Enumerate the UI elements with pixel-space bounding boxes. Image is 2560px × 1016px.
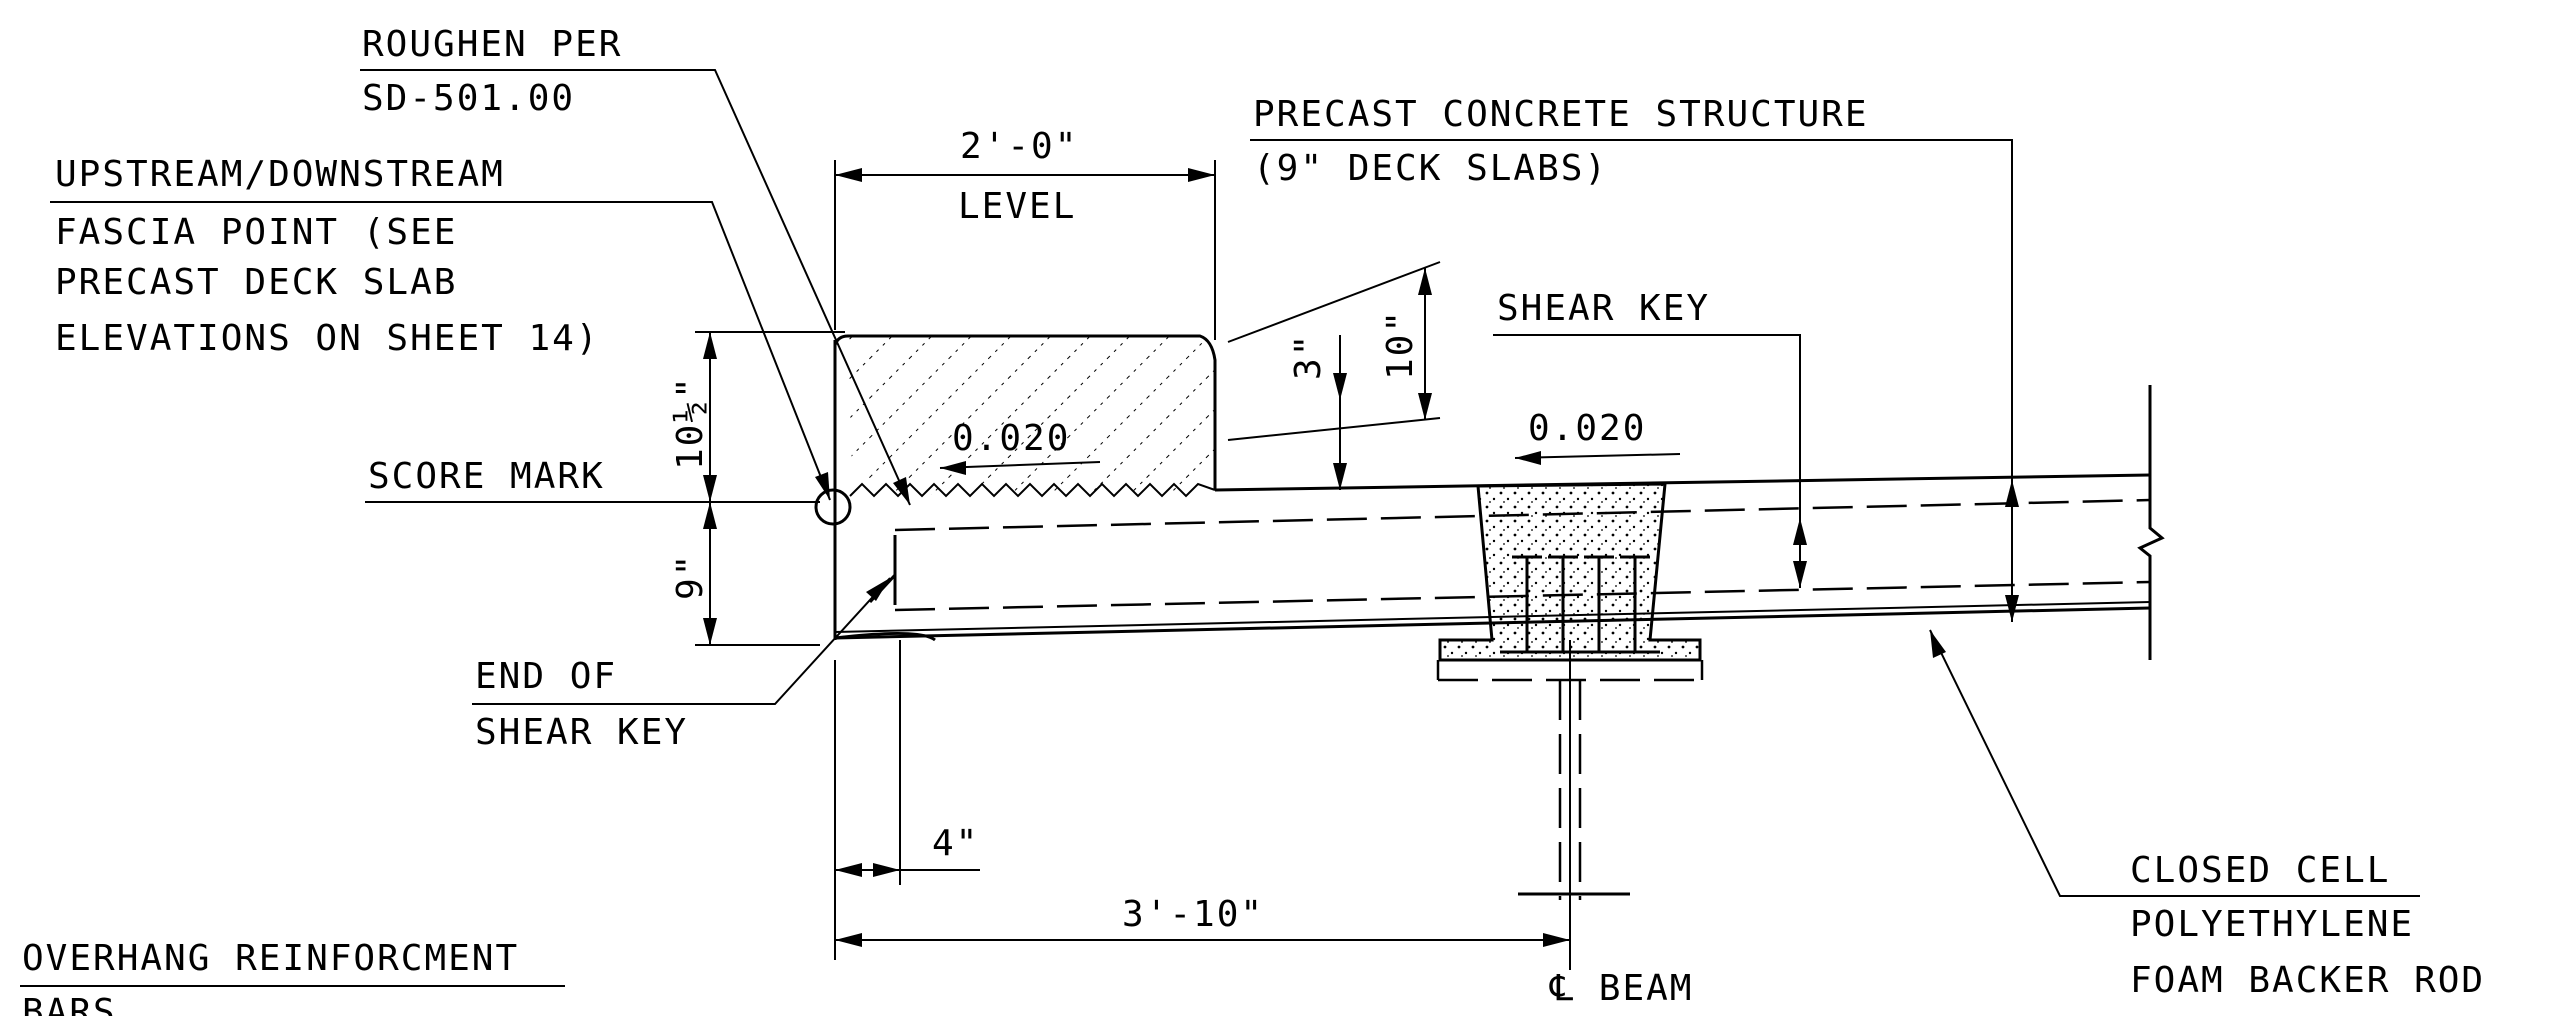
label-fascia-line2: FASCIA POINT (SEE	[55, 212, 457, 253]
dimension-3ft-10in: 3'-10"	[835, 894, 1570, 947]
dimension-4in: 4"	[834, 660, 980, 960]
label-end-key-line1: END OF	[475, 656, 617, 697]
slope-left-value: 0.020	[952, 418, 1070, 459]
dim-curb-3: 3"	[1288, 333, 1329, 380]
dim-4: 4"	[932, 823, 979, 864]
roughened-interface	[849, 482, 1216, 498]
label-closed-line1: CLOSED CELL	[2130, 850, 2390, 891]
label-roughen: ROUGHEN PER SD-501.00	[360, 24, 911, 506]
dim-top-width: 2'-0"	[960, 126, 1078, 167]
dim-height-lower: 9"	[670, 553, 711, 600]
dimension-curb: 3" 10"	[1227, 261, 1441, 490]
label-end-shear-key: END OF SHEAR KEY	[472, 577, 891, 753]
label-end-key-line2: SHEAR KEY	[475, 712, 688, 753]
label-roughen-line1: ROUGHEN PER	[362, 24, 622, 65]
score-mark-circle	[814, 488, 852, 526]
label-closed-line2: POLYETHYLENE	[2130, 904, 2414, 945]
dimension-shear-key	[1793, 518, 1807, 588]
label-fascia-line1: UPSTREAM/DOWNSTREAM	[55, 154, 505, 195]
label-shear-key-text: SHEAR KEY	[1497, 288, 1710, 329]
label-shear-key: SHEAR KEY	[1493, 288, 1801, 518]
dimension-deck-depth	[2005, 480, 2019, 622]
label-precast-line1: PRECAST CONCRETE STRUCTURE	[1253, 94, 1869, 135]
dimension-vertical-left: 10½" 9"	[670, 331, 845, 646]
curb-barrier	[833, 334, 1217, 498]
label-overhang: OVERHANG REINFORCMENT BARS	[20, 938, 565, 1016]
label-precast-line2: (9" DECK SLABS)	[1253, 148, 1608, 189]
label-score-mark: SCORE MARK	[365, 456, 815, 503]
slope-left: 0.020	[939, 418, 1101, 475]
shear-key-grout	[1438, 482, 1702, 662]
label-score-mark-text: SCORE MARK	[368, 456, 605, 497]
dim-top-level: LEVEL	[958, 186, 1076, 227]
label-overhang-line2: BARS	[22, 992, 117, 1016]
slope-right: 0.020	[1514, 408, 1681, 465]
label-cl-beam: ℄ BEAM	[1549, 968, 1693, 1009]
dim-height-upper: 10½"	[670, 375, 711, 470]
label-roughen-line2: SD-501.00	[362, 78, 575, 119]
label-fascia-line3: PRECAST DECK SLAB	[55, 262, 457, 303]
shear-studs	[1500, 555, 1660, 654]
label-fascia-point: UPSTREAM/DOWNSTREAM FASCIA POINT (SEE PR…	[50, 154, 831, 501]
label-closed-cell: CLOSED CELL POLYETHYLENE FOAM BACKER ROD	[1929, 629, 2485, 1001]
label-overhang-line1: OVERHANG REINFORCMENT	[22, 938, 519, 979]
label-closed-line3: FOAM BACKER ROD	[2130, 960, 2485, 1001]
label-precast-structure: PRECAST CONCRETE STRUCTURE (9" DECK SLAB…	[1250, 94, 2013, 480]
label-fascia-line4: ELEVATIONS ON SHEET 14)	[55, 318, 600, 359]
steel-beam	[1436, 640, 1704, 970]
dim-3-10: 3'-10"	[1122, 894, 1264, 935]
slope-right-value: 0.020	[1528, 408, 1646, 449]
dimension-2ft-level: 2'-0" LEVEL	[834, 126, 1216, 340]
dim-curb-10: 10"	[1380, 309, 1421, 380]
